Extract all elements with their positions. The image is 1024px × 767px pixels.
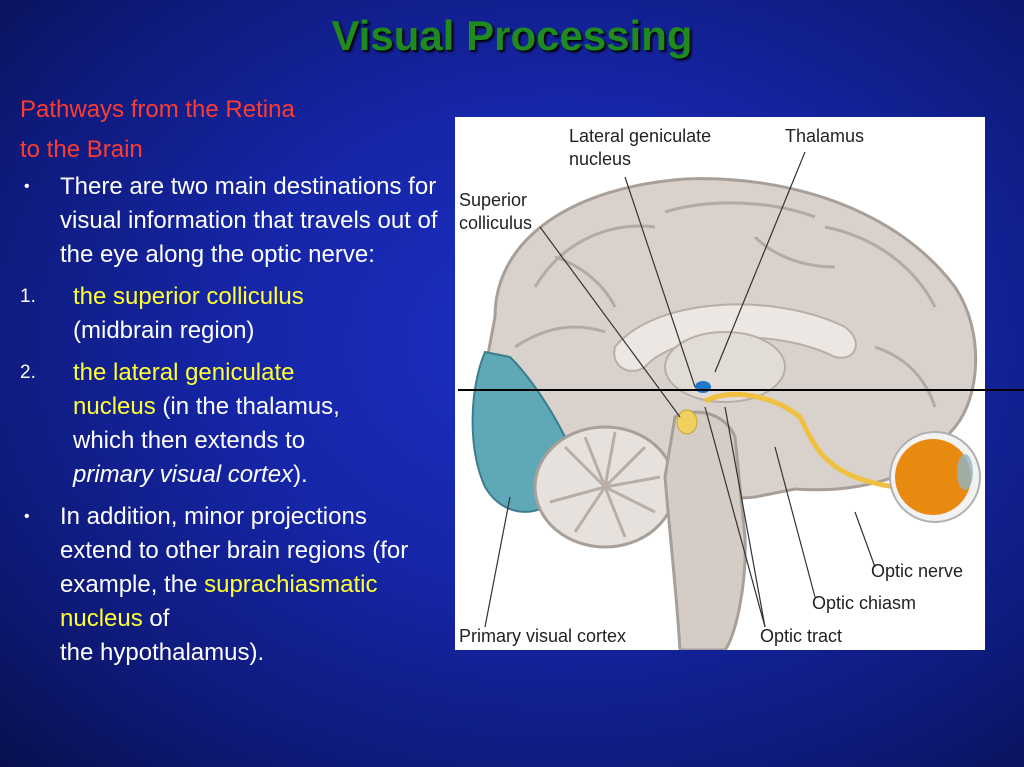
label-optic-tract: Optic tract: [760, 626, 843, 646]
item-2-rest-b: which then extends to: [73, 427, 306, 454]
thalamus-shape: [664, 331, 786, 403]
brain-illustration: [471, 151, 981, 650]
bullet-minor-projections: • In addition, minor projections extend …: [20, 500, 440, 670]
label-thalamus: Thalamus: [785, 126, 865, 146]
leader-lines: [484, 151, 876, 628]
item-2-highlight-b: nucleus: [73, 393, 156, 420]
bullet-2-text: In addition, minor projections extend to…: [60, 503, 409, 598]
label-superior-colliculus-a: Superior: [459, 190, 528, 210]
optic-pathway: [703, 392, 896, 490]
bullet-2-highlight: suprachiasmatic nucleus: [60, 571, 378, 632]
superior-colliculus-marker: [676, 409, 698, 435]
item-2-tail: ).: [293, 461, 308, 488]
list-number-1: 1.: [20, 286, 36, 307]
brain-diagram: Lateral geniculate nucleus Thalamus Supe…: [455, 117, 985, 650]
item-2-italic: primary visual cortex: [73, 461, 294, 488]
subhead-line-1: Pathways from the Retina: [20, 96, 295, 123]
bullet-main-destinations: • There are two main destinations for vi…: [20, 170, 440, 272]
brainstem-shape: [663, 410, 747, 650]
bullet-1-text: There are two main destinations for visu…: [60, 173, 438, 268]
slide-title: Visual Processing: [331, 12, 693, 59]
item-1-rest: (midbrain region): [73, 317, 255, 344]
bullet-marker: •: [24, 178, 30, 195]
label-lateral-geniculate-b: nucleus: [569, 149, 632, 169]
subhead-line-2: to the Brain: [20, 136, 143, 163]
bullet-2-tail-b: the hypothalamus).: [60, 639, 265, 666]
list-item-superior-colliculus: 1. the superior colliculus (midbrain reg…: [20, 280, 440, 348]
gyri-lines: [514, 201, 937, 408]
item-2-rest-a: (in the thalamus,: [155, 393, 340, 420]
label-lateral-geniculate: Lateral geniculate nucleus: [569, 125, 711, 171]
list-item-lateral-geniculate: 2. the lateral geniculate nucleus (in th…: [20, 356, 440, 492]
label-optic-nerve: Optic nerve: [871, 561, 964, 581]
item-1-highlight: the superior colliculus: [73, 283, 304, 310]
eyeball-shape: [889, 431, 981, 523]
lgn-marker: [695, 381, 711, 393]
bullet-2-tail-a: of: [142, 605, 170, 632]
list-number-2: 2.: [20, 362, 36, 383]
cerebellum-shape: [533, 425, 677, 549]
bullet-marker: •: [24, 508, 30, 525]
item-2-highlight-a: the lateral geniculate: [73, 359, 295, 386]
label-lateral-geniculate-a: Lateral geniculate: [569, 126, 712, 146]
label-superior-colliculus-b: colliculus: [459, 213, 533, 233]
label-optic-chiasm: Optic chiasm: [812, 593, 917, 613]
corpus-callosum: [613, 303, 857, 372]
slide-body: Pathways from the Retina to the Brain • …: [20, 90, 440, 670]
horizontal-section-line: [458, 389, 1024, 391]
label-primary-visual-cortex: Primary visual cortex: [459, 626, 627, 646]
label-superior-colliculus: Superior colliculus: [459, 189, 532, 235]
